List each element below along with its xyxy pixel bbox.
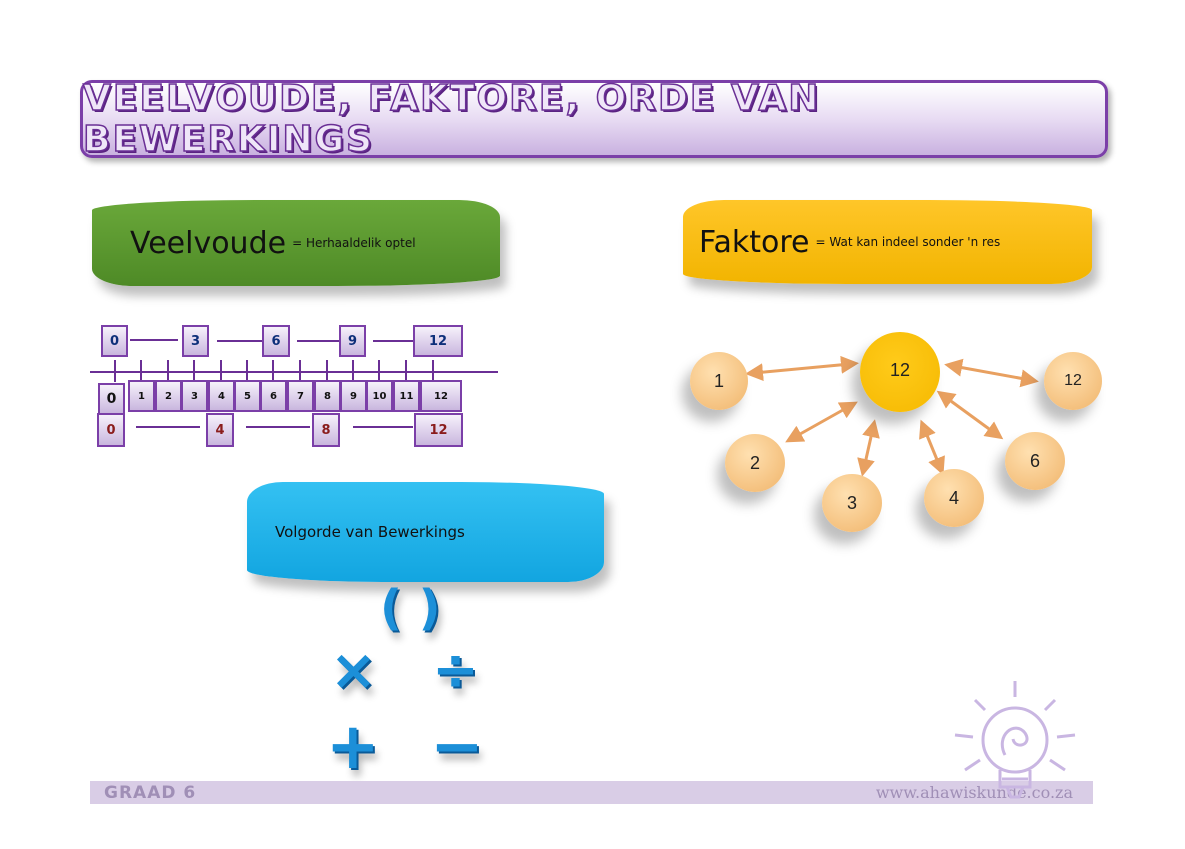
factors-definition: = Wat kan indeel sonder 'n res: [815, 235, 1001, 249]
lightbulb-logo-icon: [954, 681, 1076, 799]
multiple-of-3-box: 12: [413, 325, 463, 357]
connector: [136, 426, 200, 428]
factor-center-circle: 12: [860, 332, 940, 412]
number-line-box: 11: [393, 380, 420, 412]
multiples-banner: Veelvoude = Herhaaldelik optel: [92, 200, 500, 286]
multiple-of-3-box: 6: [262, 325, 290, 357]
connector: [246, 426, 310, 428]
tick-mark: [352, 360, 354, 382]
multiples-heading: Veelvoude: [130, 225, 287, 261]
connector: [353, 426, 413, 428]
factor-circle: 1: [690, 352, 748, 410]
tick-mark: [114, 360, 116, 382]
tick-mark: [193, 360, 195, 382]
tick-mark: [220, 360, 222, 382]
number-line-box: 3: [181, 380, 208, 412]
number-line-box: 6: [260, 380, 287, 412]
grade-label: GRAAD 6: [104, 783, 197, 803]
multiple-of-4-box: 4: [206, 413, 234, 447]
order-banner: Volgorde van Bewerkings: [247, 482, 604, 582]
tick-mark: [326, 360, 328, 382]
multiple-of-4-box: 8: [312, 413, 340, 447]
multiple-of-3-box: 0: [101, 325, 128, 357]
factors-heading: Faktore: [699, 224, 810, 260]
factors-banner: Faktore = Wat kan indeel sonder 'n res: [683, 200, 1092, 284]
minus-icon: −: [430, 710, 484, 784]
multiple-of-3-box: 3: [182, 325, 209, 357]
number-line-axis: [90, 371, 498, 373]
connector: [373, 340, 413, 342]
factor-circle: 3: [822, 474, 882, 532]
multiple-of-4-box: 0: [97, 413, 125, 447]
parentheses-icon: ( ): [380, 580, 441, 636]
tick-mark: [272, 360, 274, 382]
factor-circle: 6: [1005, 432, 1065, 490]
multiple-of-3-box: 9: [339, 325, 366, 357]
multiple-of-4-box: 12: [414, 413, 463, 447]
order-heading: Volgorde van Bewerkings: [275, 523, 465, 541]
number-line-box: 7: [287, 380, 314, 412]
multiply-icon: ×: [330, 638, 377, 703]
page-title: Veelvoude, Faktore, Orde van Bewerkings: [82, 77, 821, 161]
factor-circle: 4: [924, 469, 984, 527]
multiples-definition: = Herhaaldelik optel: [292, 236, 416, 250]
tick-mark: [378, 360, 380, 382]
tick-mark: [246, 360, 248, 382]
tick-mark: [140, 360, 142, 382]
tick-mark: [299, 360, 301, 382]
plus-icon: +: [326, 710, 380, 784]
connector: [297, 340, 342, 342]
connector: [217, 340, 263, 342]
tick-mark: [432, 360, 434, 382]
number-line-box: 10: [366, 380, 393, 412]
number-line-box: 4: [208, 380, 235, 412]
tick-mark: [167, 360, 169, 382]
factor-circle: 12: [1044, 352, 1102, 410]
connector: [130, 339, 178, 341]
footer-bar: GRAAD 6 www.ahawiskunde.co.za: [90, 781, 1093, 804]
divide-icon: ÷: [432, 638, 479, 703]
title-banner: Veelvoude, Faktore, Orde van Bewerkings: [80, 77, 1108, 161]
number-line-box: 1: [128, 380, 155, 412]
factor-circle: 2: [725, 434, 785, 492]
number-line-box: 12: [420, 380, 462, 412]
tick-mark: [405, 360, 407, 382]
